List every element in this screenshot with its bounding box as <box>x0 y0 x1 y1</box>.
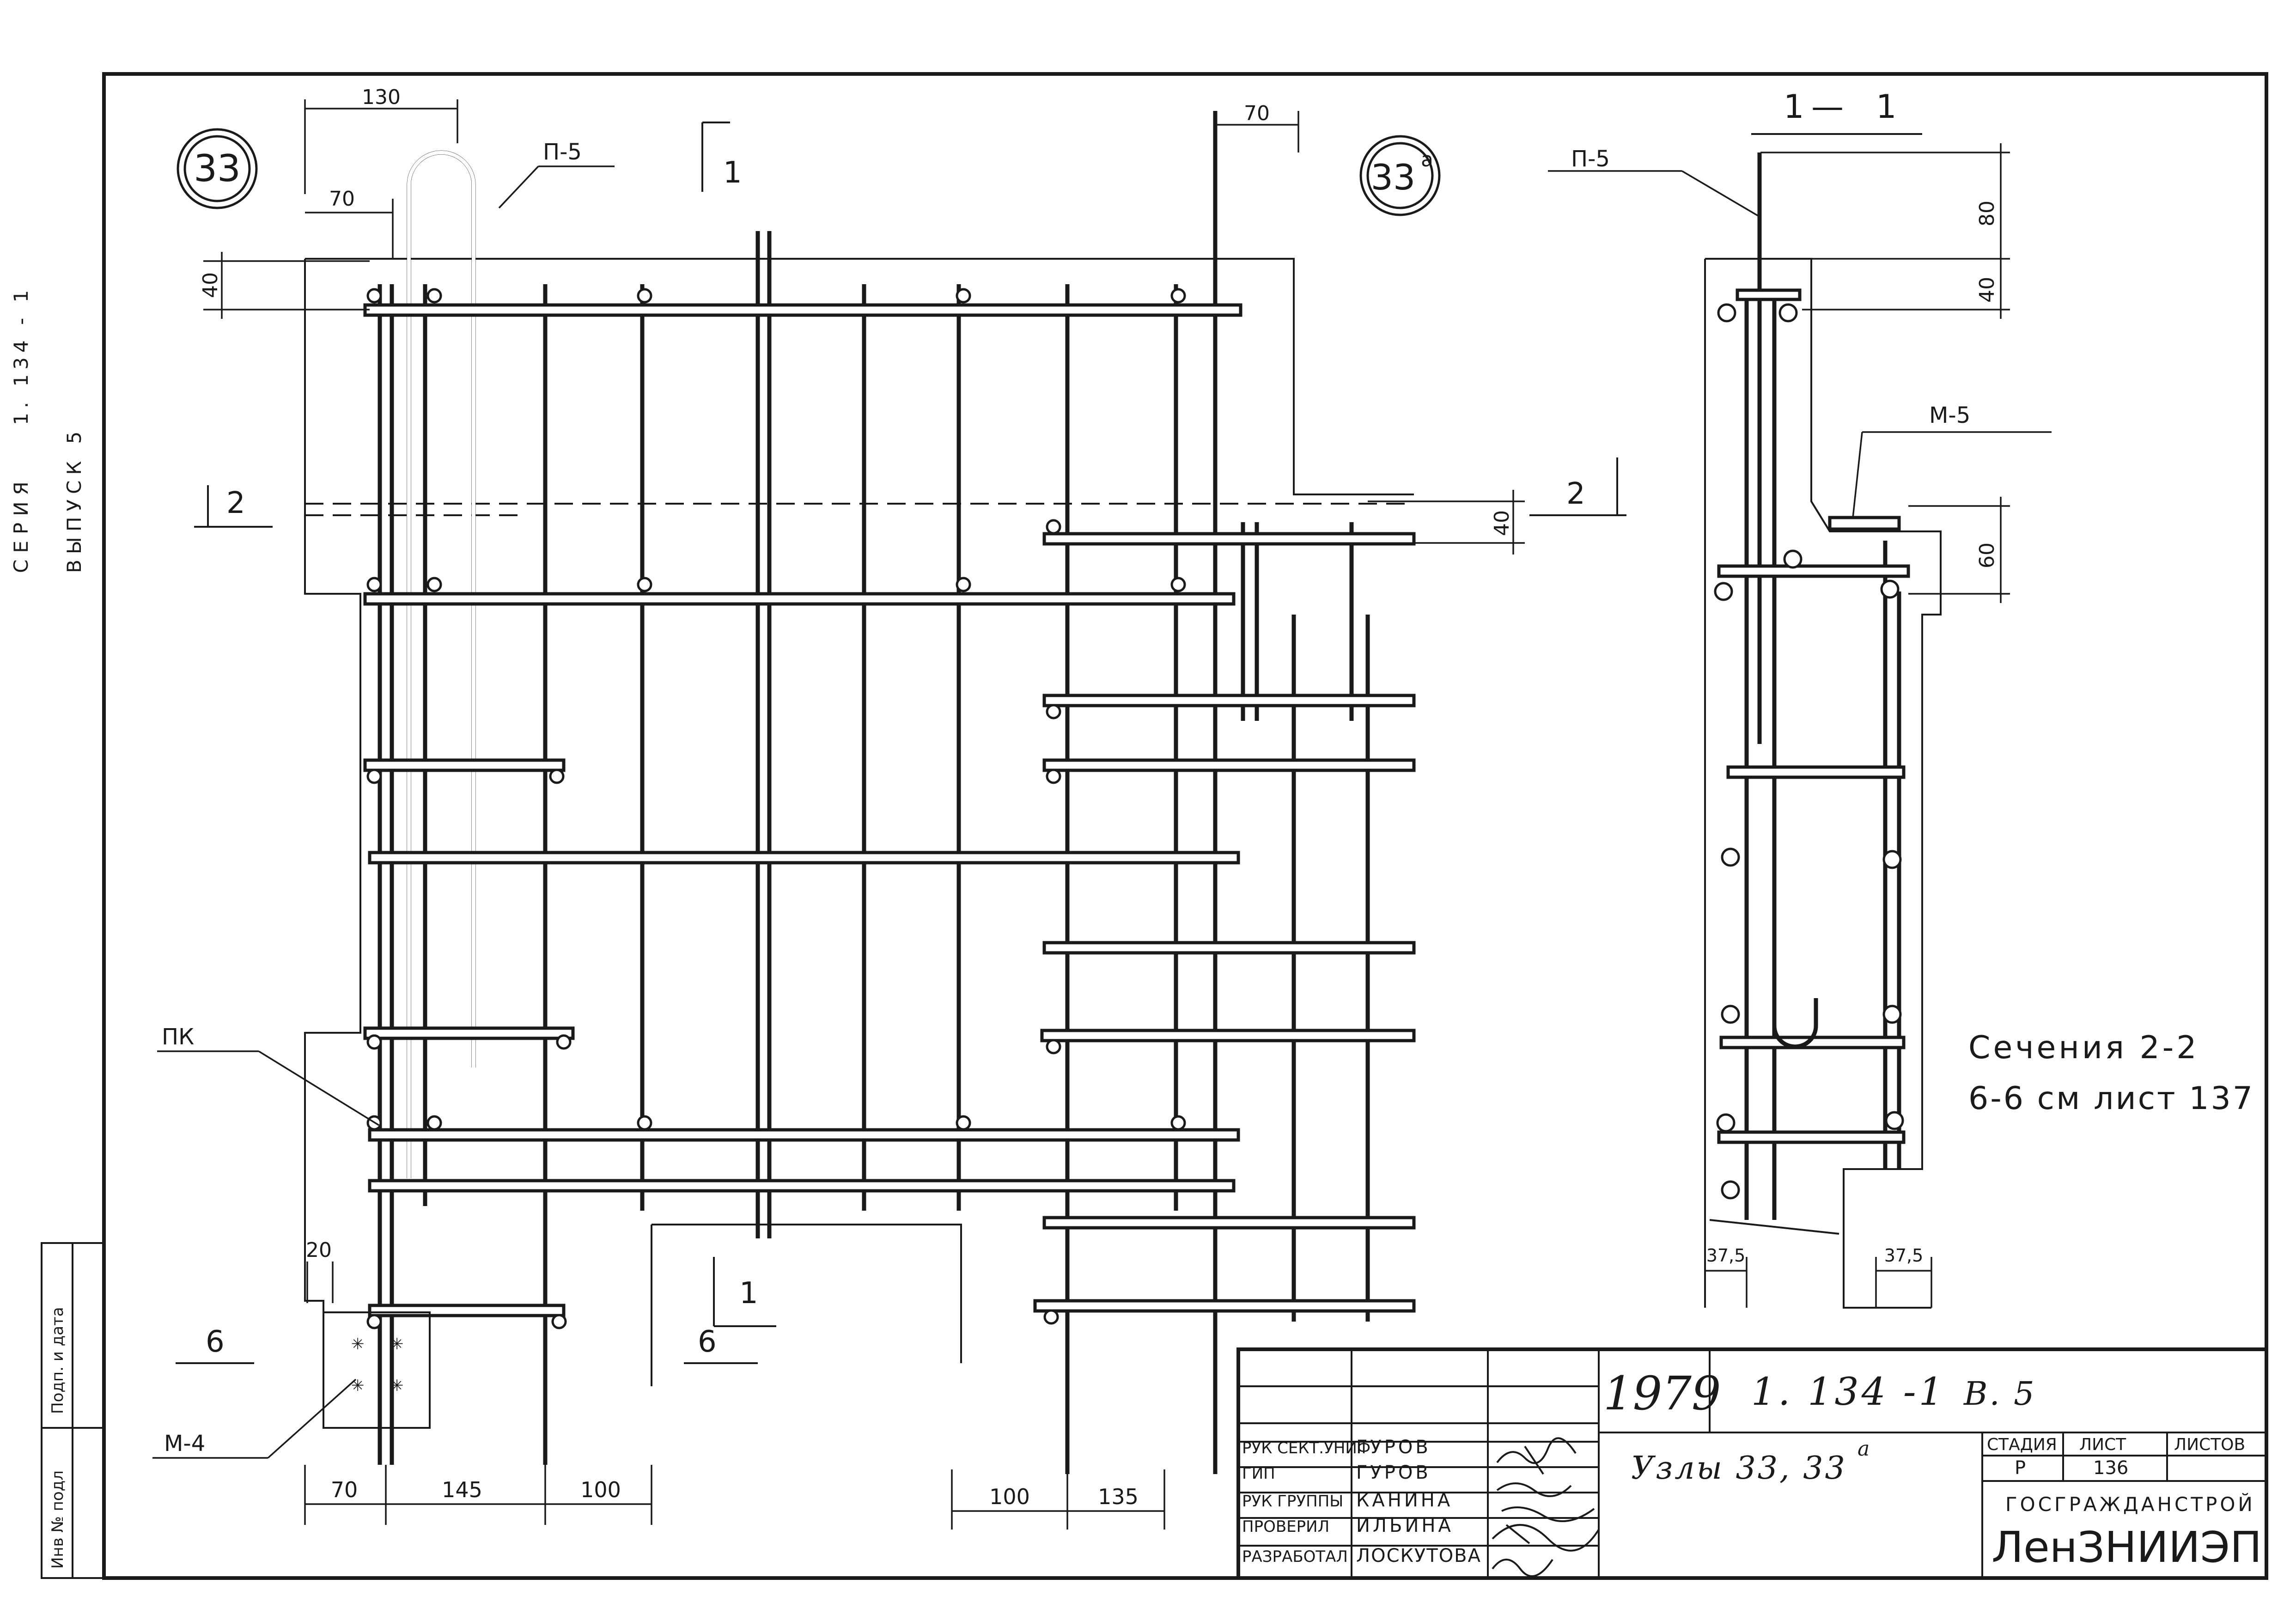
vertical-rebars-left <box>378 111 1218 1474</box>
org-2: ЛенЗНИИЭП <box>1991 1523 2262 1572</box>
sign-label: Подп. и дата <box>49 1307 67 1414</box>
section-2-right: 2 <box>1566 477 1585 511</box>
node-33a-badge: 33 <box>1371 157 1416 198</box>
side-stamp: СЕРИЯ 1. 134 - 1 ВЫПУСК 5 Инв № подл Под… <box>10 286 105 1579</box>
section-title-left: 1 <box>1784 88 1804 126</box>
sheet-label: ЛИСТ <box>2079 1435 2126 1454</box>
dim-37-5-left: 37,5 <box>1706 1245 1746 1266</box>
section-6-center: 6 <box>698 1325 717 1359</box>
svg-text:✳: ✳ <box>351 1377 365 1395</box>
drawing-code: 1. 134 -1 <box>1751 1370 1946 1414</box>
role-2: РУК ГРУППЫ <box>1242 1492 1343 1511</box>
name-2: КАНИНА <box>1356 1490 1453 1511</box>
dim-40-left: 40 <box>199 272 222 298</box>
sheet-value: 136 <box>2093 1457 2128 1479</box>
name-0: ГУРОВ <box>1356 1437 1431 1458</box>
sheet-frame <box>102 72 2268 1580</box>
dim-bottom-135: 135 <box>1098 1484 1139 1509</box>
stage-label: СТАДИЯ <box>1987 1435 2057 1454</box>
role-0: РУК СЕКТ.УНИФ <box>1242 1439 1370 1457</box>
title-block: 1979 1. 134 -1 В. 5 РУК СЕКТ.УНИФ ГУРОВ … <box>1236 1347 2268 1580</box>
dim-20: 20 <box>306 1238 332 1262</box>
subject-sup: а <box>1858 1437 1870 1461</box>
label-pk: ПК <box>162 1024 194 1050</box>
label-m4: М-4 <box>164 1431 205 1457</box>
role-1: ГИП <box>1242 1464 1275 1483</box>
sheets-label: ЛИСТОВ <box>2174 1435 2245 1454</box>
node-33-badge: 33 <box>194 147 241 190</box>
section-label-m5: М-5 <box>1929 402 1970 428</box>
section-1-top: 1 <box>723 156 742 190</box>
label-p5: П-5 <box>543 139 582 165</box>
dim-70-right: 70 <box>1244 102 1270 125</box>
dim-bottom-70: 70 <box>331 1477 358 1502</box>
section-2-left: 2 <box>226 486 245 520</box>
plate-m4 <box>323 1311 431 1429</box>
section-6-left: 6 <box>206 1325 225 1359</box>
section-title-dash: — <box>1811 88 1844 126</box>
dim-40-section: 40 <box>1975 277 1999 303</box>
org-1: ГОСГРАЖДАНСТРОЙ <box>2005 1493 2255 1516</box>
name-4: ЛОСКУТОВА <box>1356 1545 1481 1566</box>
dim-bottom-100: 100 <box>580 1477 621 1502</box>
sections-note: Сечения 2-2 6-6 см лист 137 <box>1968 1030 2254 1117</box>
subject: Узлы 33, 33 <box>1631 1450 1847 1487</box>
issue-label: ВЫПУСК 5 <box>63 426 85 573</box>
dim-37-5-right: 37,5 <box>1884 1245 1924 1266</box>
dim-bottom-145: 145 <box>442 1477 482 1502</box>
year: 1979 <box>1603 1366 1721 1420</box>
note-line-2: 6-6 см лист 137 <box>1968 1080 2254 1117</box>
svg-text:✳: ✳ <box>390 1377 404 1395</box>
dim-60: 60 <box>1975 542 1999 568</box>
dim-80: 80 <box>1975 201 1999 226</box>
dim-130: 130 <box>362 85 401 109</box>
dim-70: 70 <box>329 187 355 211</box>
role-4: РАЗРАБОТАЛ <box>1242 1548 1348 1566</box>
dim-40-right: 40 <box>1490 510 1514 536</box>
note-line-1: Сечения 2-2 <box>1968 1030 2199 1066</box>
role-3: ПРОВЕРИЛ <box>1242 1518 1329 1536</box>
svg-text:✳: ✳ <box>390 1335 404 1353</box>
section-label-p5: П-5 <box>1571 146 1610 172</box>
dim-bottom-100-right: 100 <box>989 1484 1030 1509</box>
horizontal-rails-right <box>1033 532 1416 1313</box>
stage-value: Р <box>2015 1457 2026 1479</box>
svg-text:✳: ✳ <box>351 1335 365 1353</box>
name-1: ГУРОВ <box>1356 1462 1431 1483</box>
inv-label: Инв № подл <box>49 1470 67 1569</box>
section-title-right: 1 <box>1876 88 1897 126</box>
name-3: ИЛЬИНА <box>1356 1515 1454 1536</box>
section-1-bottom: 1 <box>739 1276 758 1310</box>
view-node-33: 33 <box>152 85 1414 1525</box>
section-1-1: 1 — 1 П-5 М-5 <box>1548 88 2052 1309</box>
series-label: СЕРИЯ <box>10 475 32 573</box>
signatures <box>1492 1437 1600 1577</box>
series-value: 1. 134 - 1 <box>10 286 32 425</box>
view-node-33a: 33 а 70 40 2 <box>951 102 1626 1530</box>
node-33a-badge-sup: а <box>1421 148 1433 171</box>
volume: В. 5 <box>1963 1375 2036 1413</box>
bar-sections-left <box>366 288 1186 1329</box>
horizontal-rails-left <box>363 303 1242 1317</box>
